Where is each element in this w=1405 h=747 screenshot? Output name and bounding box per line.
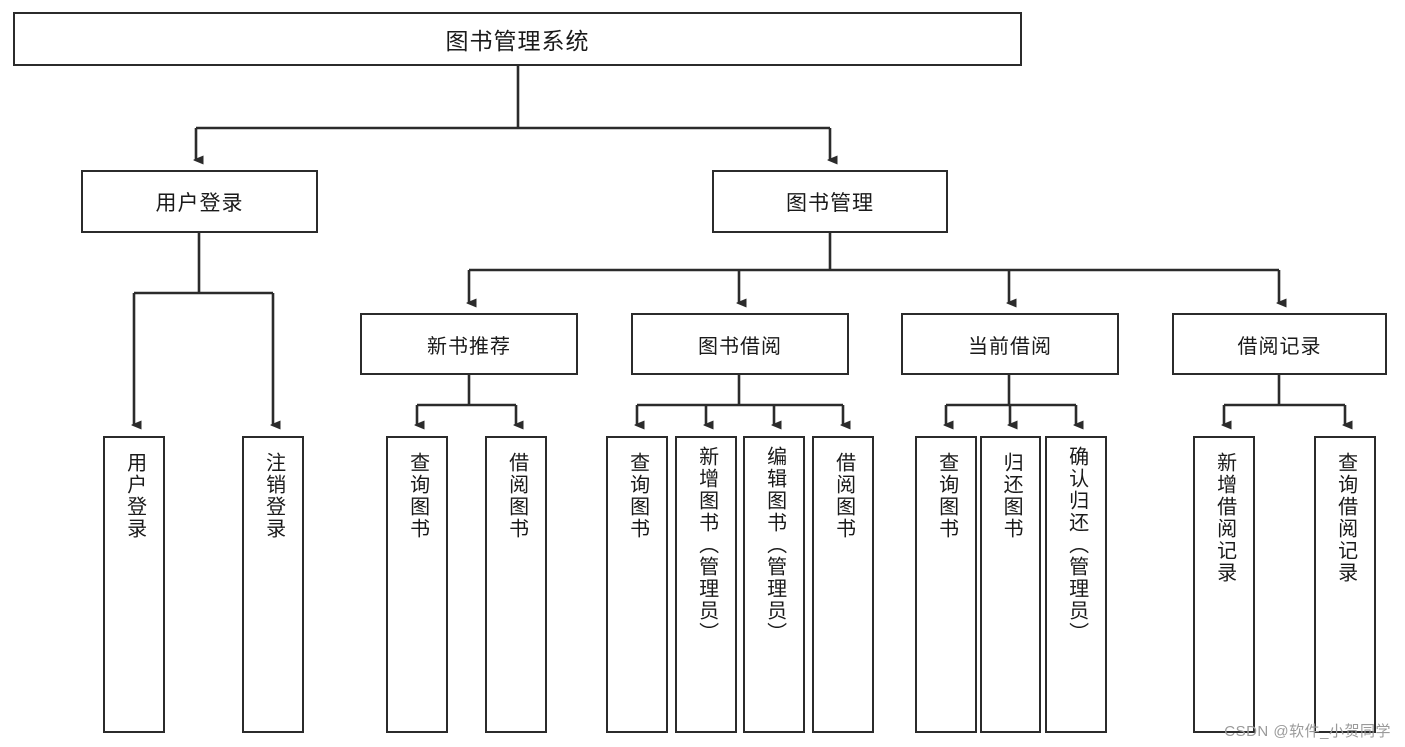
leaf-book-borrow-add-book-admin[interactable]: 新增图书（管理员） [675, 436, 737, 733]
leaf-new-book-borrow-book[interactable]: 借阅图书 [485, 436, 547, 733]
node-current-borrow[interactable]: 当前借阅 [901, 313, 1119, 375]
node-root-book-management-system[interactable]: 图书管理系统 [13, 12, 1022, 66]
leaf-book-borrow-query-book[interactable]: 查询图书 [606, 436, 668, 733]
leaf-current-borrow-query-book[interactable]: 查询图书 [915, 436, 977, 733]
leaf-current-borrow-confirm-return-admin[interactable]: 确认归还（管理员） [1045, 436, 1107, 733]
leaf-book-borrow-borrow-book[interactable]: 借阅图书 [812, 436, 874, 733]
leaf-borrow-record-add-record[interactable]: 新增借阅记录 [1193, 436, 1255, 733]
leaf-label: 确认归还（管理员） [1065, 446, 1088, 644]
node-new-book-recommend-label: 新书推荐 [427, 335, 511, 358]
leaf-label: 编辑图书（管理员） [763, 446, 786, 644]
leaf-label: 借阅图书 [505, 452, 528, 540]
node-user-login[interactable]: 用户登录 [81, 170, 318, 233]
leaf-label: 查询图书 [406, 452, 429, 540]
leaf-current-borrow-return-book[interactable]: 归还图书 [980, 436, 1041, 733]
leaf-label: 新增图书（管理员） [695, 446, 718, 644]
node-book-management-label: 图书管理 [786, 191, 874, 215]
leaf-book-borrow-edit-book-admin[interactable]: 编辑图书（管理员） [743, 436, 805, 733]
leaf-label: 查询借阅记录 [1334, 452, 1357, 584]
node-user-login-label: 用户登录 [155, 191, 244, 215]
leaf-user-login-login[interactable]: 用户登录 [103, 436, 165, 733]
leaf-label: 归还图书 [1000, 452, 1023, 540]
leaf-label: 查询图书 [626, 452, 649, 540]
node-book-borrow[interactable]: 图书借阅 [631, 313, 849, 375]
node-book-management[interactable]: 图书管理 [712, 170, 948, 233]
leaf-user-login-logout[interactable]: 注销登录 [242, 436, 304, 733]
node-root-label: 图书管理系统 [445, 28, 590, 54]
leaf-label: 用户登录 [123, 452, 146, 540]
leaf-label: 注销登录 [262, 452, 285, 540]
node-new-book-recommend[interactable]: 新书推荐 [360, 313, 578, 375]
leaf-new-book-query-book[interactable]: 查询图书 [386, 436, 448, 733]
leaf-label: 借阅图书 [832, 452, 855, 540]
node-borrow-record[interactable]: 借阅记录 [1172, 313, 1387, 375]
node-borrow-record-label: 借阅记录 [1237, 335, 1322, 358]
leaf-label: 查询图书 [935, 452, 958, 540]
leaf-label: 新增借阅记录 [1213, 452, 1236, 584]
watermark-text: CSDN @软件_小贺同学 [1224, 723, 1391, 740]
node-book-borrow-label: 图书借阅 [698, 335, 782, 358]
leaf-borrow-record-query-record[interactable]: 查询借阅记录 [1314, 436, 1376, 733]
node-current-borrow-label: 当前借阅 [968, 335, 1052, 358]
